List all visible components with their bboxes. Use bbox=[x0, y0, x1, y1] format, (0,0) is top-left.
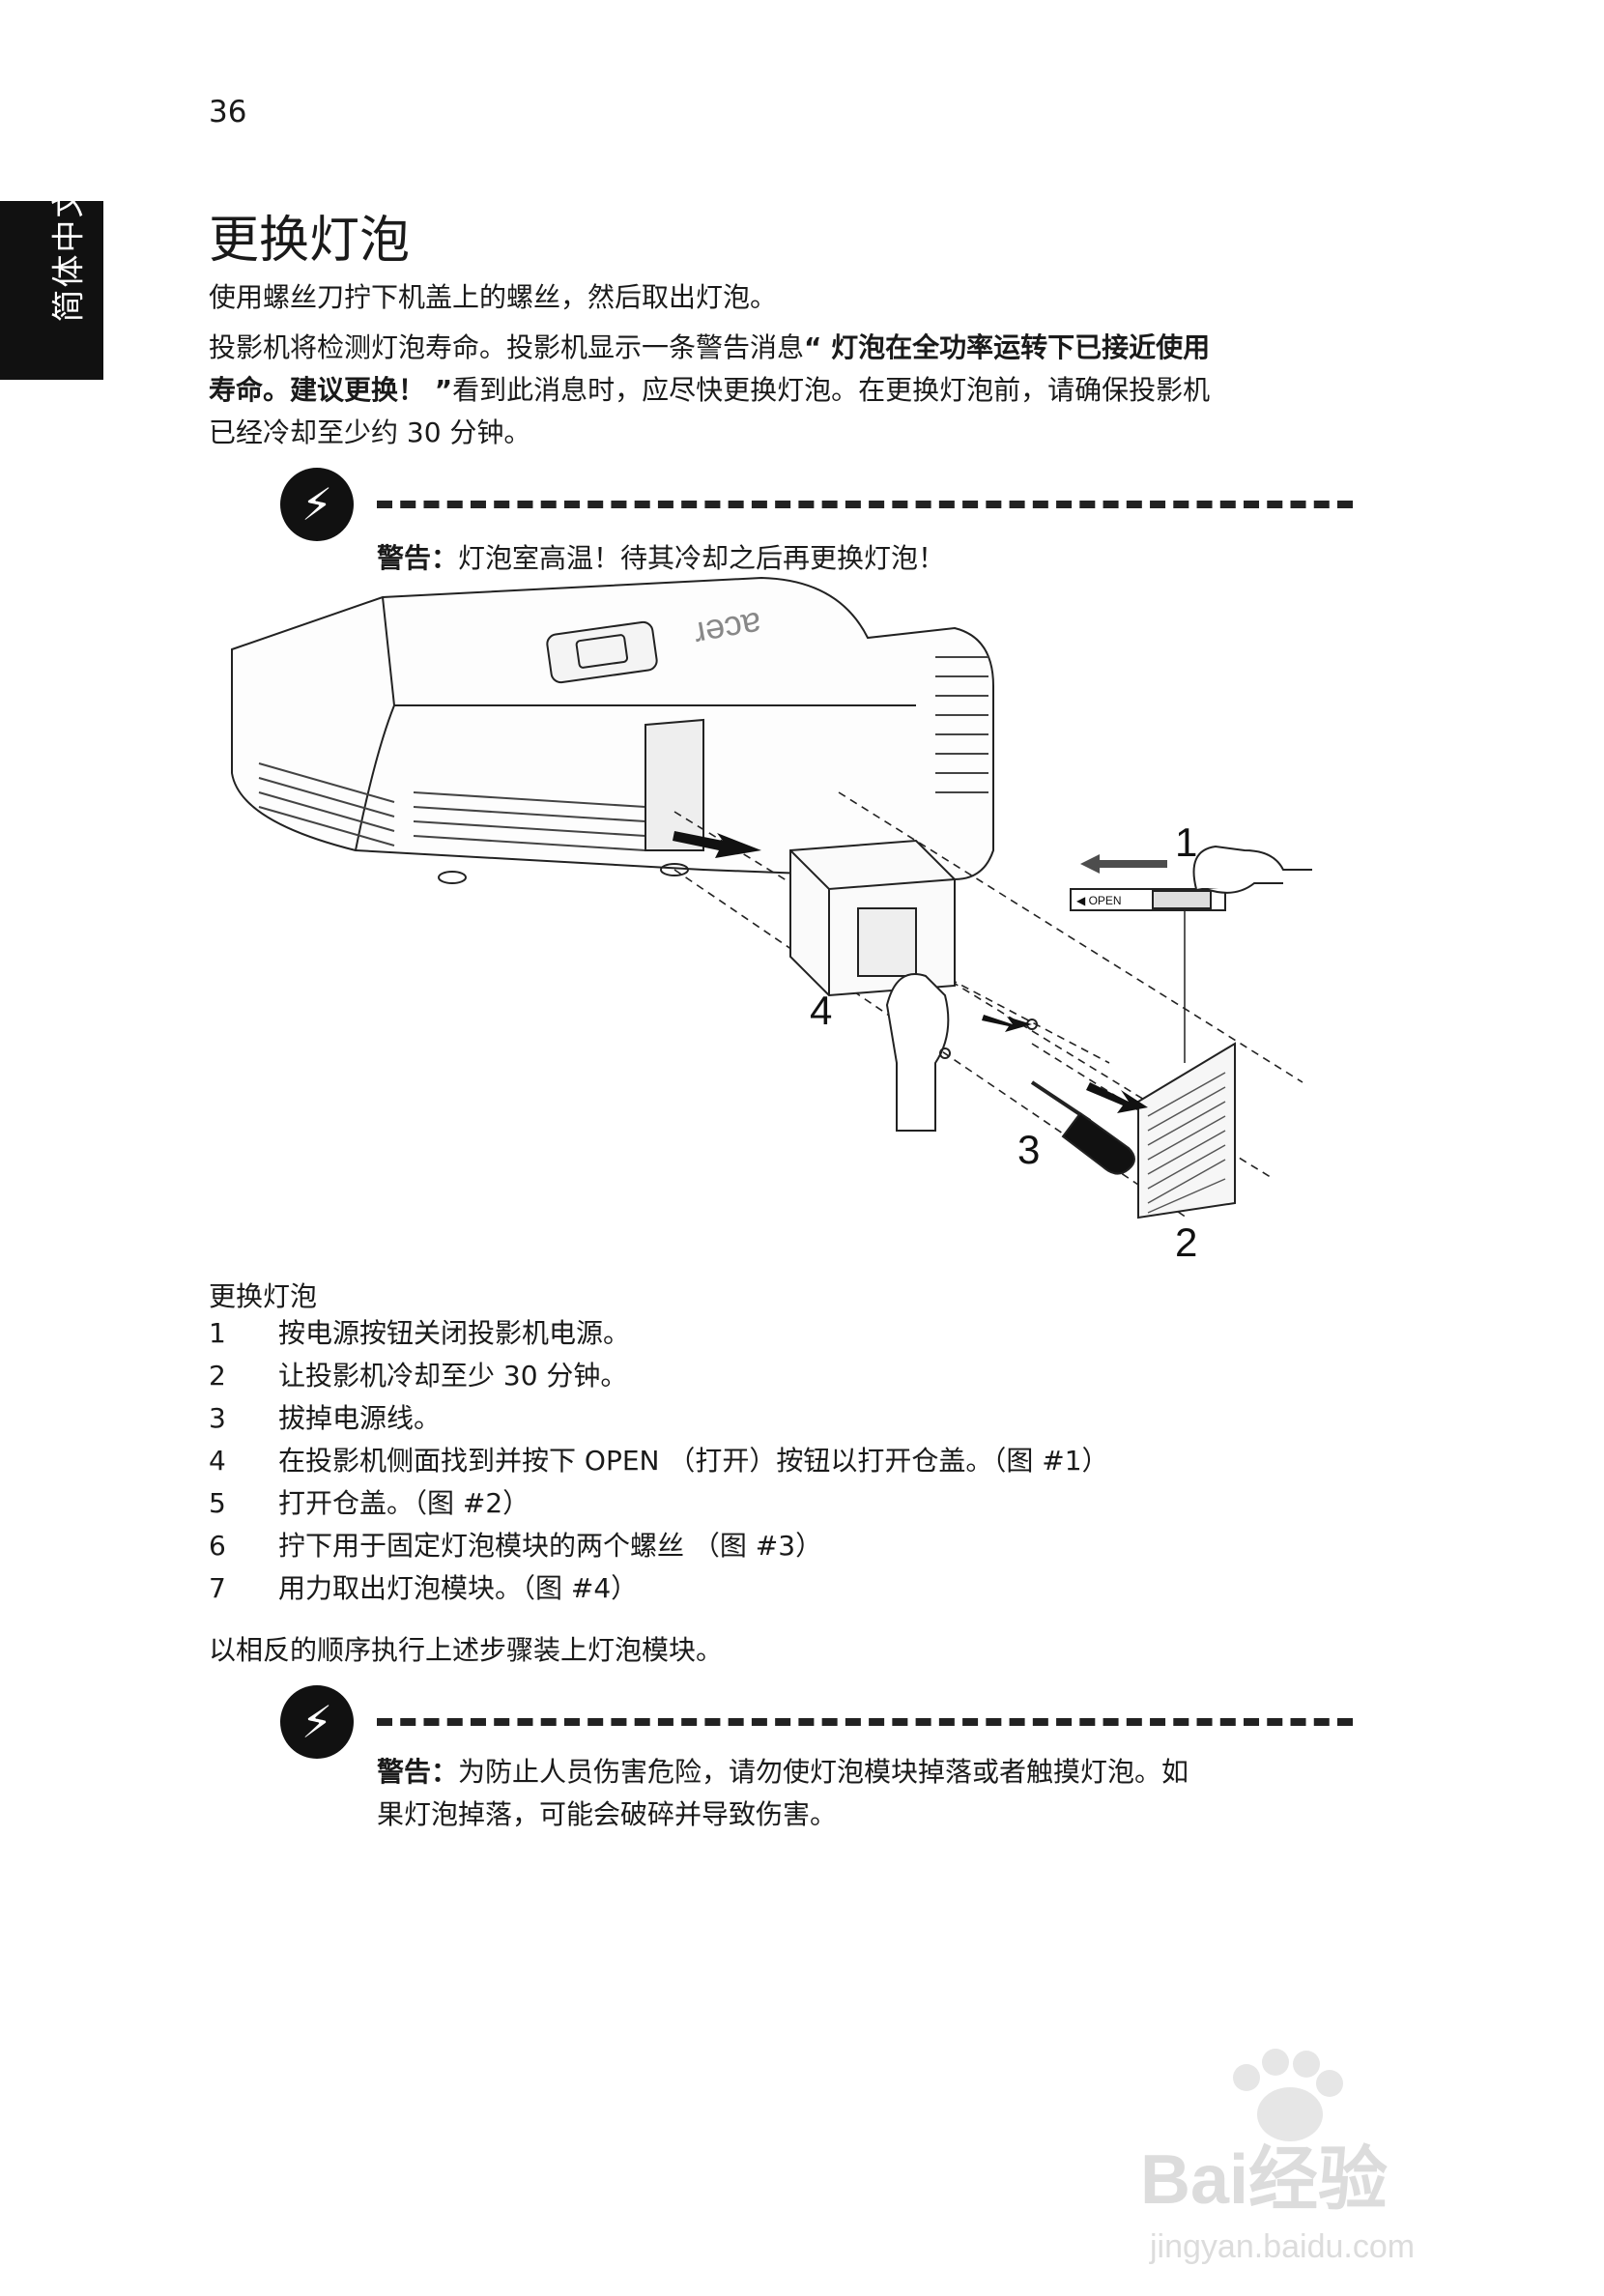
step-item: 7 用力取出灯泡模块。（图 #4） bbox=[209, 1567, 1109, 1610]
figure-caption: 更换灯泡 bbox=[209, 1280, 318, 1312]
intro-text-1: 投影机将检测灯泡寿命。投影机显示一条警告消息 bbox=[209, 331, 805, 363]
callout-3: 3 bbox=[1017, 1127, 1040, 1172]
step-item: 2 让投影机冷却至少 30 分钟。 bbox=[209, 1355, 1109, 1397]
arrow-out-icon bbox=[673, 831, 761, 858]
step-text: 按电源按钮关闭投影机电源。 bbox=[278, 1317, 631, 1349]
language-tab-label: 简体中文 bbox=[49, 183, 89, 323]
step-item: 1 按电源按钮关闭投影机电源。 bbox=[209, 1312, 1109, 1355]
warning-lightning-icon: ⚡ bbox=[280, 468, 354, 541]
intro-paragraph-2: 投影机将检测灯泡寿命。投影机显示一条警告消息“ 灯泡在全功率运转下已接近使用 寿… bbox=[209, 327, 1359, 454]
warning-2-text-1: 为防止人员伤害危险，请勿使灯泡模块掉落或者触摸灯泡。如 bbox=[458, 1756, 1189, 1788]
lamp-door bbox=[1137, 1042, 1236, 1220]
watermark-url: jingyan.baidu.com bbox=[1149, 2228, 1415, 2265]
step-number: 2 bbox=[209, 1360, 226, 1392]
warning-1: 警告：灯泡室高温！待其冷却之后再更换灯泡！ bbox=[377, 537, 945, 580]
intro-bold-1: “ 灯泡在全功率运转下已接近使用 bbox=[804, 331, 1211, 363]
lamp-bay bbox=[644, 718, 704, 851]
intro-text-2: 看到此消息时，应尽快更换灯泡。在更换灯泡前，请确保投影机 bbox=[452, 374, 1211, 406]
step-item: 3 拔掉电源线。 bbox=[209, 1397, 1109, 1440]
intro-bold-2: 寿命。建议更换！ ” bbox=[209, 374, 453, 406]
step-number: 3 bbox=[209, 1402, 226, 1434]
warning-divider bbox=[377, 501, 1353, 508]
lamp-replacement-figure: acer ◀ OPEN 1 2 3 4 bbox=[231, 576, 1312, 1265]
projector-body bbox=[231, 576, 994, 881]
intro-line-2: 寿命。建议更换！ ”看到此消息时，应尽快更换灯泡。在更换灯泡前，请确保投影机 bbox=[209, 369, 1359, 412]
step-text: 用力取出灯泡模块。（图 #4） bbox=[278, 1572, 639, 1604]
warning-1-label: 警告： bbox=[377, 542, 459, 574]
page-number: 36 bbox=[209, 95, 247, 129]
step-text: 让投影机冷却至少 30 分钟。 bbox=[278, 1360, 628, 1392]
step-item: 4 在投影机侧面找到并按下 OPEN （打开）按钮以打开仓盖。（图 #1） bbox=[209, 1440, 1109, 1482]
warning-lightning-icon: ⚡ bbox=[280, 1685, 354, 1759]
language-side-tab: 简体中文 bbox=[0, 184, 103, 380]
warning-2-label: 警告： bbox=[377, 1756, 459, 1788]
warning-1-text: 灯泡室高温！待其冷却之后再更换灯泡！ bbox=[458, 542, 946, 574]
arrow-left-icon bbox=[1080, 854, 1167, 874]
step-number: 4 bbox=[209, 1445, 226, 1477]
intro-paragraph-1: 使用螺丝刀拧下机盖上的螺丝，然后取出灯泡。 bbox=[209, 281, 778, 313]
warning-divider bbox=[377, 1718, 1353, 1726]
warning-2-line-1: 警告：为防止人员伤害危险，请勿使灯泡模块掉落或者触摸灯泡。如 bbox=[377, 1751, 1189, 1794]
step-number: 5 bbox=[209, 1487, 226, 1519]
intro-text-3: 已经冷却至少约 30 分钟。 bbox=[209, 416, 531, 448]
step-number: 7 bbox=[209, 1572, 226, 1604]
step-text: 拧下用于固定灯泡模块的两个螺丝 （图 #3） bbox=[278, 1530, 823, 1562]
page-title: 更换灯泡 bbox=[209, 212, 411, 270]
intro-line-1: 投影机将检测灯泡寿命。投影机显示一条警告消息“ 灯泡在全功率运转下已接近使用 bbox=[209, 327, 1359, 369]
callout-4: 4 bbox=[810, 988, 832, 1033]
step-number: 1 bbox=[209, 1317, 226, 1349]
step-number: 6 bbox=[209, 1530, 226, 1562]
intro-line-3: 已经冷却至少约 30 分钟。 bbox=[209, 412, 1359, 454]
callout-1: 1 bbox=[1175, 819, 1197, 865]
screwdriver-icon bbox=[1030, 1080, 1135, 1175]
step-text: 打开仓盖。（图 #2） bbox=[278, 1487, 530, 1519]
step-text: 在投影机侧面找到并按下 OPEN （打开）按钮以打开仓盖。（图 #1） bbox=[278, 1445, 1109, 1477]
callout-2: 2 bbox=[1175, 1220, 1197, 1265]
hand-module bbox=[885, 973, 950, 1132]
watermark-brand: Bai经验 bbox=[1140, 2141, 1388, 2219]
step-item: 5 打开仓盖。（图 #2） bbox=[209, 1482, 1109, 1525]
reassemble-note: 以相反的顺序执行上述步骤装上灯泡模块。 bbox=[209, 1634, 724, 1666]
open-button-label: ◀ OPEN bbox=[1076, 894, 1122, 907]
baidu-watermark: Bai经验 jingyan.baidu.com bbox=[1140, 2049, 1415, 2265]
hand-pressing bbox=[1192, 845, 1312, 894]
warning-2: 警告：为防止人员伤害危险，请勿使灯泡模块掉落或者触摸灯泡。如 果灯泡掉落，可能会… bbox=[377, 1751, 1189, 1836]
warning-2-line-2: 果灯泡掉落，可能会破碎并导致伤害。 bbox=[377, 1798, 838, 1830]
arrow-module-icon bbox=[982, 1015, 1032, 1032]
arrow-screw-icon bbox=[1086, 1082, 1148, 1113]
step-text: 拔掉电源线。 bbox=[278, 1402, 442, 1434]
step-item: 6 拧下用于固定灯泡模块的两个螺丝 （图 #3） bbox=[209, 1525, 1109, 1567]
